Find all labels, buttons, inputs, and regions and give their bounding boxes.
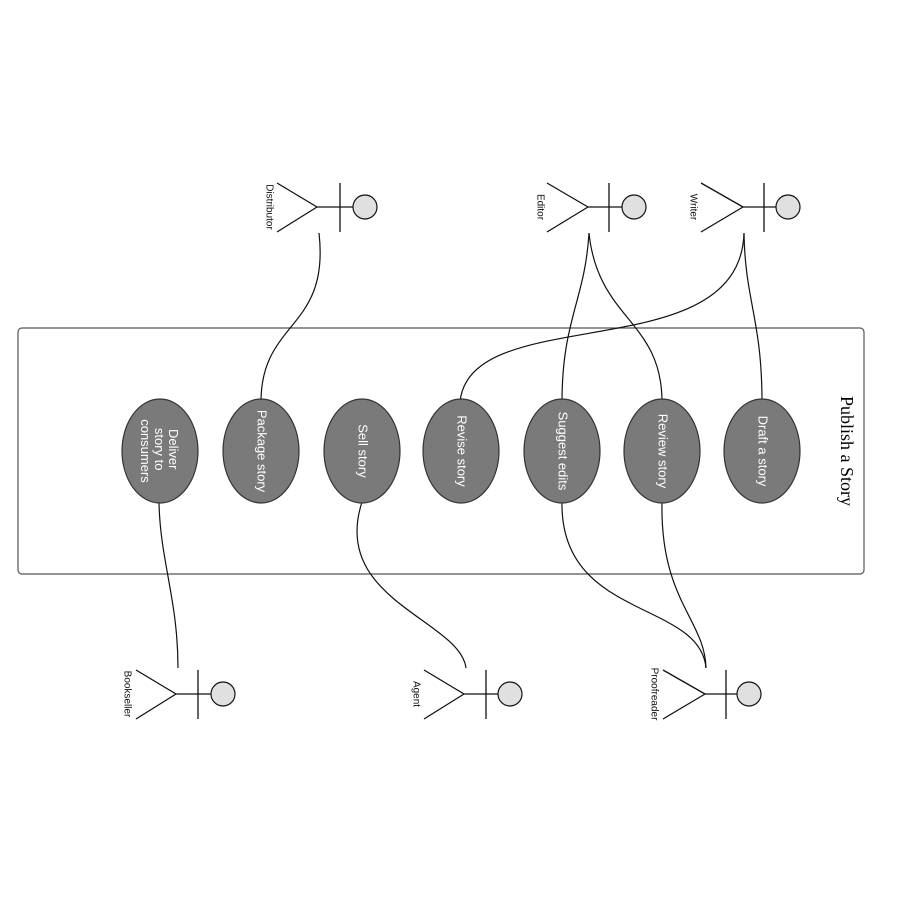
use-case-label: Package story	[255, 410, 270, 493]
actor-head	[497, 681, 523, 707]
actor-leg	[700, 206, 744, 233]
actor-head	[210, 681, 236, 707]
actor-leg	[135, 693, 177, 720]
associations	[158, 232, 763, 669]
actor-bookseller: Bookseller	[121, 669, 236, 720]
assoc-writer-draft	[743, 232, 763, 403]
assoc-agent-sell	[356, 501, 467, 669]
use-case-label: Sell story	[356, 424, 371, 478]
actor-name: Writer	[687, 194, 698, 221]
use-case-sell: Sell story	[323, 398, 401, 504]
actor-leg	[662, 669, 706, 695]
use-case-ellipse	[222, 398, 300, 504]
actor-head	[736, 681, 762, 707]
use-case-ellipse	[121, 398, 199, 504]
actor-distributor: Distributor	[263, 182, 378, 233]
use-case-ellipse	[723, 398, 801, 504]
assoc-proofreader-suggest	[561, 501, 707, 669]
actor-name: Bookseller	[121, 671, 132, 718]
assoc-editor-review	[588, 232, 663, 403]
use-case-ellipse	[623, 398, 701, 504]
use-case-label: Suggest edits	[556, 412, 571, 491]
use-case-ellipse	[422, 398, 500, 504]
use-case-ellipse	[323, 398, 401, 504]
use-case-draft: Draft a story	[723, 398, 801, 504]
actor-agent: Agent	[410, 669, 523, 720]
use-case-review: Review story	[623, 398, 701, 504]
assoc-distributor-package	[260, 232, 321, 403]
use-case-deliver: Deliver story to consumers	[121, 398, 199, 504]
actor-leg	[662, 693, 706, 720]
actor-editor: Editor	[534, 182, 647, 233]
actor-proofreader: Proofreader	[648, 668, 762, 721]
use-case-label: Deliver story to consumers	[138, 419, 181, 483]
use-case-ellipse	[523, 398, 601, 504]
actor-leg	[423, 693, 465, 720]
use-case-label: Review story	[656, 414, 671, 489]
use-case-label: Draft a story	[756, 416, 771, 487]
use-case-package: Package story	[222, 398, 300, 504]
actor-leg	[276, 206, 318, 233]
actor-name: Editor	[534, 194, 545, 221]
actor-leg	[276, 182, 318, 208]
assoc-editor-suggest	[561, 232, 590, 403]
actor-name: Agent	[410, 681, 421, 707]
assoc-writer-revise	[459, 232, 745, 403]
actor-leg	[700, 182, 744, 208]
actor-head	[621, 194, 647, 220]
use-case-revise: Revise story	[422, 398, 500, 504]
use-case-suggest: Suggest edits	[523, 398, 601, 504]
use-case-label: Revise story	[455, 415, 470, 487]
actor-leg	[423, 669, 465, 695]
actor-head	[352, 194, 378, 220]
system-title: Publish a Story	[837, 396, 857, 506]
actor-head	[775, 194, 801, 220]
actor-name: Distributor	[263, 184, 274, 230]
actor-leg	[546, 206, 589, 233]
assoc-proofreader-review	[661, 501, 707, 669]
actor-leg	[135, 669, 177, 695]
actor-writer: Writer	[687, 182, 801, 233]
actor-name: Proofreader	[648, 668, 659, 721]
actor-leg	[546, 182, 589, 208]
assoc-bookseller-deliver	[158, 501, 179, 669]
